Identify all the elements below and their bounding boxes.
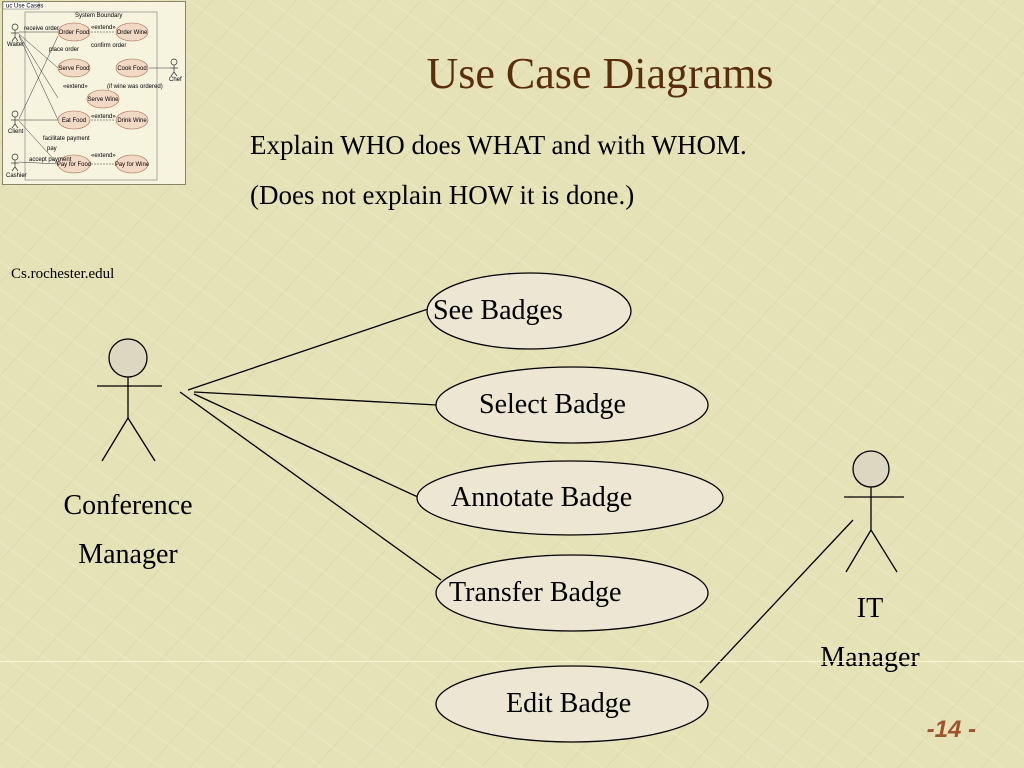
thumb-uc-serve-wine: Serve Wine <box>87 97 119 103</box>
actor-label-line: Conference <box>63 490 193 521</box>
actor-label-line: Manager <box>78 539 178 570</box>
association-see-badges <box>187 308 429 391</box>
actor-label-line: IT <box>856 593 884 624</box>
thumb-actor-cashier: Cashier <box>6 173 27 179</box>
thumb-actor-client: Client <box>8 129 24 135</box>
thumb-uc-eat-food: Eat Food <box>62 118 86 124</box>
actor-head <box>852 450 890 488</box>
association-edit-badge <box>699 519 854 684</box>
thumb-edge-accept-payment: accept payment <box>29 157 72 163</box>
thumb-edge-if-wine-ordered: (if wine was ordered) <box>107 84 163 90</box>
thumb-edge-confirm-order: confirm order <box>91 43 126 49</box>
thumb-edge-extend-1: «extend» <box>91 25 116 31</box>
reference-diagram-thumbnail: uc Use Cases System Boundary Waiter Chef… <box>2 1 186 185</box>
thumb-edge-pay: pay <box>47 146 57 152</box>
thumb-edge-extend-3: «extend» <box>91 114 116 120</box>
source-credit: Cs.rochester.edul <box>11 266 115 282</box>
use-case-select-badge <box>435 366 709 444</box>
association-select-badge <box>193 391 438 406</box>
use-case-label-annotate-badge: Annotate Badge <box>451 482 633 513</box>
thumb-actor-chef: Chef <box>169 77 182 83</box>
slide-title: Use Case Diagrams <box>426 49 774 98</box>
page-number: -14 - <box>926 716 976 743</box>
thumb-edge-receive-order: receive order <box>24 26 59 32</box>
thumb-uc-cook-food: Cook Food <box>117 66 146 72</box>
subtitle-line-1: Explain WHO does WHAT and with WHOM. <box>250 130 747 160</box>
subtitle-line-2: (Does not explain HOW it is done.) <box>250 180 635 210</box>
thumb-uc-pay-for-wine: Pay for Wine <box>115 162 150 168</box>
thumb-uc-drink-wine: Drink Wine <box>117 118 147 124</box>
actor-head <box>108 338 148 378</box>
thumb-actor-waiter: Waiter <box>7 42 24 48</box>
thumb-uc-pay-for-food: Pay for Food <box>57 162 91 168</box>
thumb-uc-serve-food: Serve Food <box>58 66 89 72</box>
actor-it-manager <box>844 450 904 573</box>
thumb-edge-extend-4: «extend» <box>91 153 116 159</box>
use-case-edit-badge <box>435 665 709 743</box>
use-case-label-see-badges: See Badges <box>433 295 563 326</box>
actor-label-line: Manager <box>820 642 920 673</box>
thumb-uc-order-food: Order Food <box>59 30 90 36</box>
thumb-uc-order-wine: Order Wine <box>117 30 148 36</box>
actor-label-conference-manager: Conference Manager <box>28 481 228 579</box>
use-case-label-select-badge: Select Badge <box>479 389 626 420</box>
thumb-edge-extend-2: «extend» <box>63 84 88 90</box>
use-case-see-badges <box>426 272 632 350</box>
thumb-tab-label: uc Use Cases <box>6 4 43 10</box>
actor-conference-manager <box>97 338 162 462</box>
association-transfer-badge <box>179 391 442 581</box>
thumb-edge-facilitate-payment: facilitate payment <box>43 136 90 142</box>
use-case-transfer-badge <box>435 554 709 632</box>
actor-label-it-manager: IT Manager <box>790 584 950 682</box>
use-case-label-transfer-badge: Transfer Badge <box>449 577 622 608</box>
thumb-boundary-label: System Boundary <box>75 13 122 19</box>
use-case-annotate-badge <box>416 460 724 536</box>
association-annotate-badge <box>193 393 421 499</box>
footer-divider <box>0 661 1024 662</box>
use-case-label-edit-badge: Edit Badge <box>506 688 632 719</box>
thumb-edge-place-order: place order <box>49 47 79 53</box>
